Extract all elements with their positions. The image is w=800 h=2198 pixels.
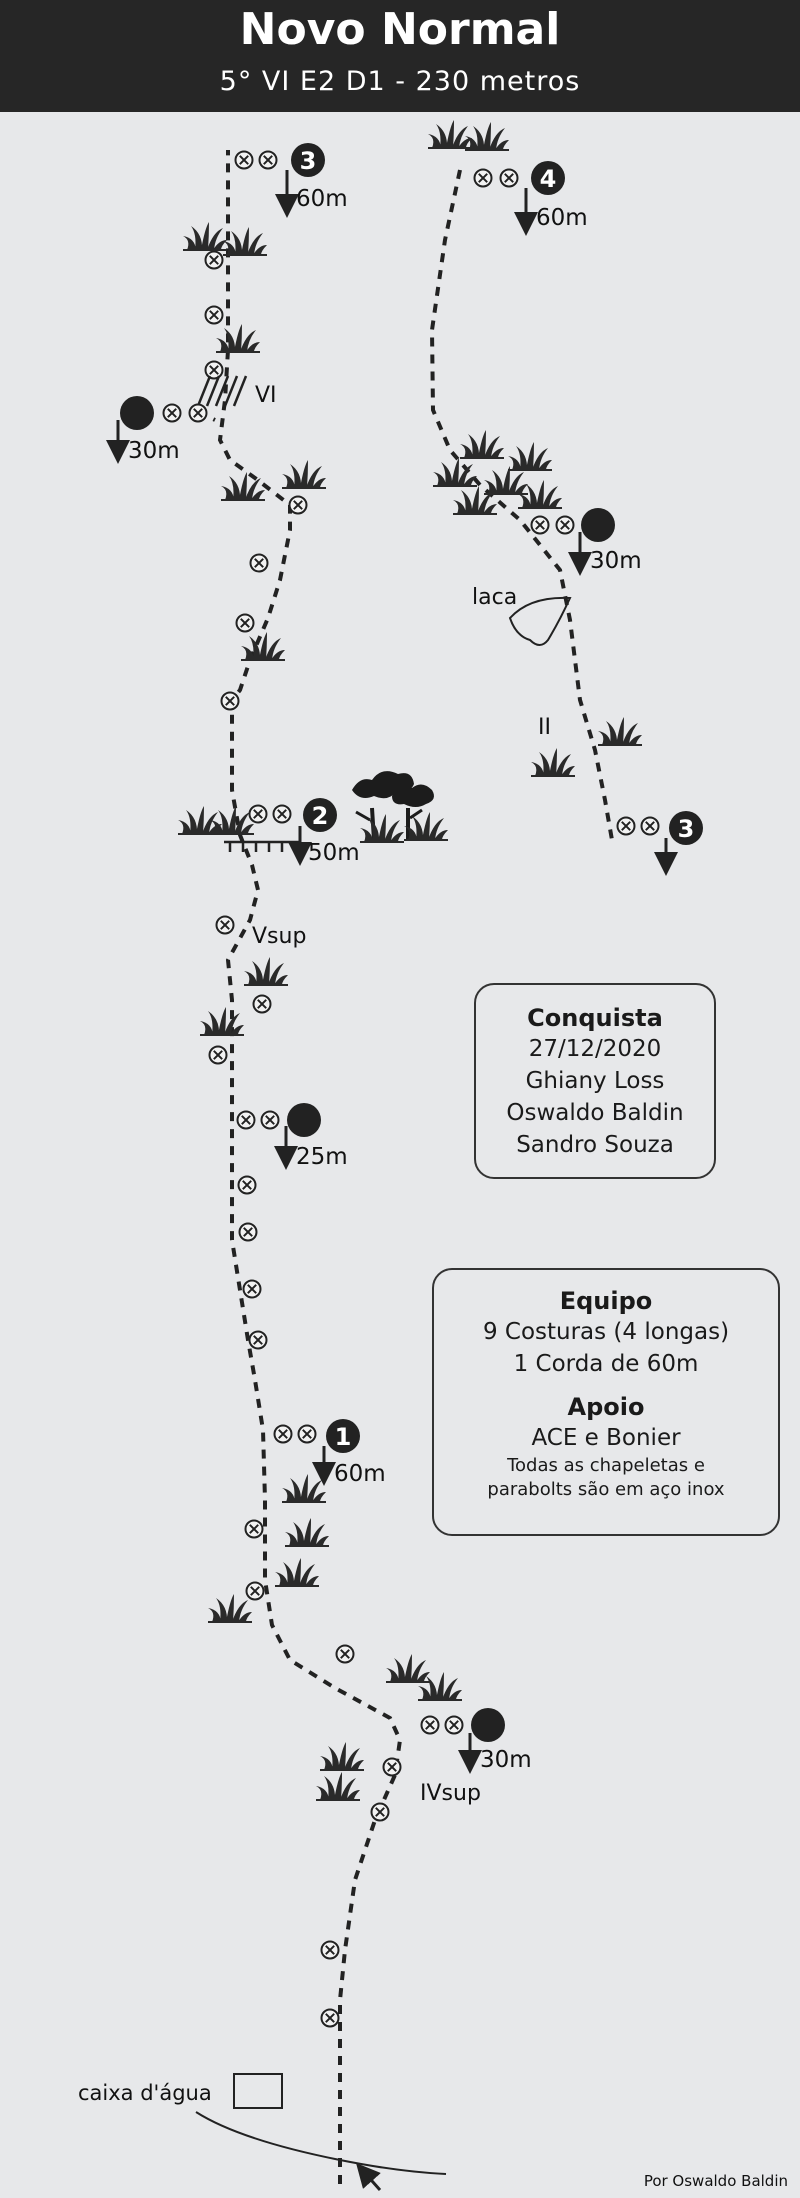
grade-ii: II — [538, 715, 551, 740]
trees — [352, 771, 434, 841]
anchor-4-number: 4 — [540, 165, 557, 193]
grade-ivsup: IVsup — [420, 1781, 481, 1806]
rappel-anchor-30m-upper-left: 30m — [106, 396, 208, 464]
bolt — [208, 1045, 228, 1065]
author-credit: Por Oswaldo Baldin — [643, 2172, 788, 2190]
bolt — [204, 305, 224, 325]
equipo-heading: Equipo — [559, 1287, 653, 1315]
conquista-date: 27/12/2020 — [528, 1036, 662, 1062]
anchor-4-length: 60m — [536, 205, 588, 231]
conquista-heading: Conquista — [527, 1004, 663, 1032]
equipo-box: Equipo 9 Costuras (4 longas) 1 Corda de … — [432, 1268, 780, 1536]
bolt — [320, 1940, 340, 1960]
bolt — [249, 553, 269, 573]
bolt — [235, 613, 255, 633]
route-title: Novo Normal — [239, 4, 561, 55]
right-route-line — [429, 169, 614, 841]
crack-hatching — [196, 375, 248, 407]
feature-laca: laca — [472, 585, 517, 610]
apoio-note-line: parabolts são em aço inox — [487, 1479, 725, 1500]
anchor-2-number: 2 — [312, 802, 329, 830]
anchor-1: 1 60m — [273, 1419, 386, 1487]
bolt — [204, 360, 224, 380]
start-arrow — [356, 2163, 382, 2191]
equipo-item: 1 Corda de 60m — [513, 1351, 699, 1377]
anchor-3-right: 3 — [616, 811, 703, 876]
bolt — [288, 495, 308, 515]
bolt — [204, 250, 224, 270]
bolt — [320, 2008, 340, 2028]
bolt — [335, 1644, 355, 1664]
bolt — [252, 994, 272, 1014]
equipo-item: 9 Costuras (4 longas) — [482, 1319, 730, 1345]
laca-flake — [508, 596, 572, 646]
apoio-note-line: Todas as chapeletas e — [507, 1455, 705, 1476]
route-subtitle: 5° VI E2 D1 - 230 metros — [219, 66, 581, 97]
anchor-1-number: 1 — [335, 1423, 352, 1451]
header-bar: Novo Normal 5° VI E2 D1 - 230 metros — [0, 0, 800, 112]
anchor-3-right-number: 3 — [678, 815, 695, 843]
conquista-box: Conquista 27/12/2020 Ghiany Loss Oswaldo… — [474, 983, 716, 1179]
bolt — [244, 1519, 264, 1539]
bolt — [370, 1802, 390, 1822]
grade-vsup: Vsup — [252, 924, 306, 949]
anchor-2: 2 50m — [248, 798, 360, 866]
bolt — [245, 1581, 265, 1601]
climber-name: Ghiany Loss — [525, 1068, 665, 1094]
anchor-2-length: 50m — [308, 840, 360, 866]
climber-name: Oswaldo Baldin — [506, 1100, 684, 1126]
bolt — [242, 1279, 262, 1299]
main-route-line — [217, 150, 403, 2184]
anchor-4: 4 60m — [473, 161, 588, 236]
rappel-30m-upper-left-length: 30m — [128, 438, 180, 464]
climber-name: Sandro Souza — [516, 1132, 674, 1158]
apoio-text: ACE e Bonier — [531, 1425, 681, 1451]
rappel-30m-right-length: 30m — [590, 548, 642, 574]
rappel-anchor-30m-right: 30m — [530, 508, 642, 576]
rappel-25m-length: 25m — [296, 1144, 348, 1170]
ledge-ticks — [224, 840, 300, 852]
vegetation — [177, 119, 643, 1801]
bolt — [215, 915, 235, 935]
bolt — [238, 1222, 258, 1242]
bolt — [220, 691, 240, 711]
feature-water-box: caixa d'água — [78, 2081, 212, 2105]
grade-vi: VI — [255, 383, 277, 408]
bolt — [382, 1757, 402, 1777]
ground-line — [195, 2111, 447, 2175]
rappel-30m-lower-length: 30m — [480, 1747, 532, 1773]
rappel-anchor-30m-lower: 30m — [420, 1708, 532, 1774]
rappel-anchor-25m: 25m — [236, 1103, 348, 1170]
anchor-1-length: 60m — [334, 1461, 386, 1487]
bolt — [248, 1330, 268, 1350]
anchor-3-left-number: 3 — [300, 147, 317, 175]
anchor-3-left: 3 60m — [234, 143, 348, 218]
apoio-heading: Apoio — [567, 1393, 645, 1421]
water-box-shape — [233, 2073, 283, 2109]
anchor-3-left-length: 60m — [296, 186, 348, 212]
bolt — [237, 1175, 257, 1195]
